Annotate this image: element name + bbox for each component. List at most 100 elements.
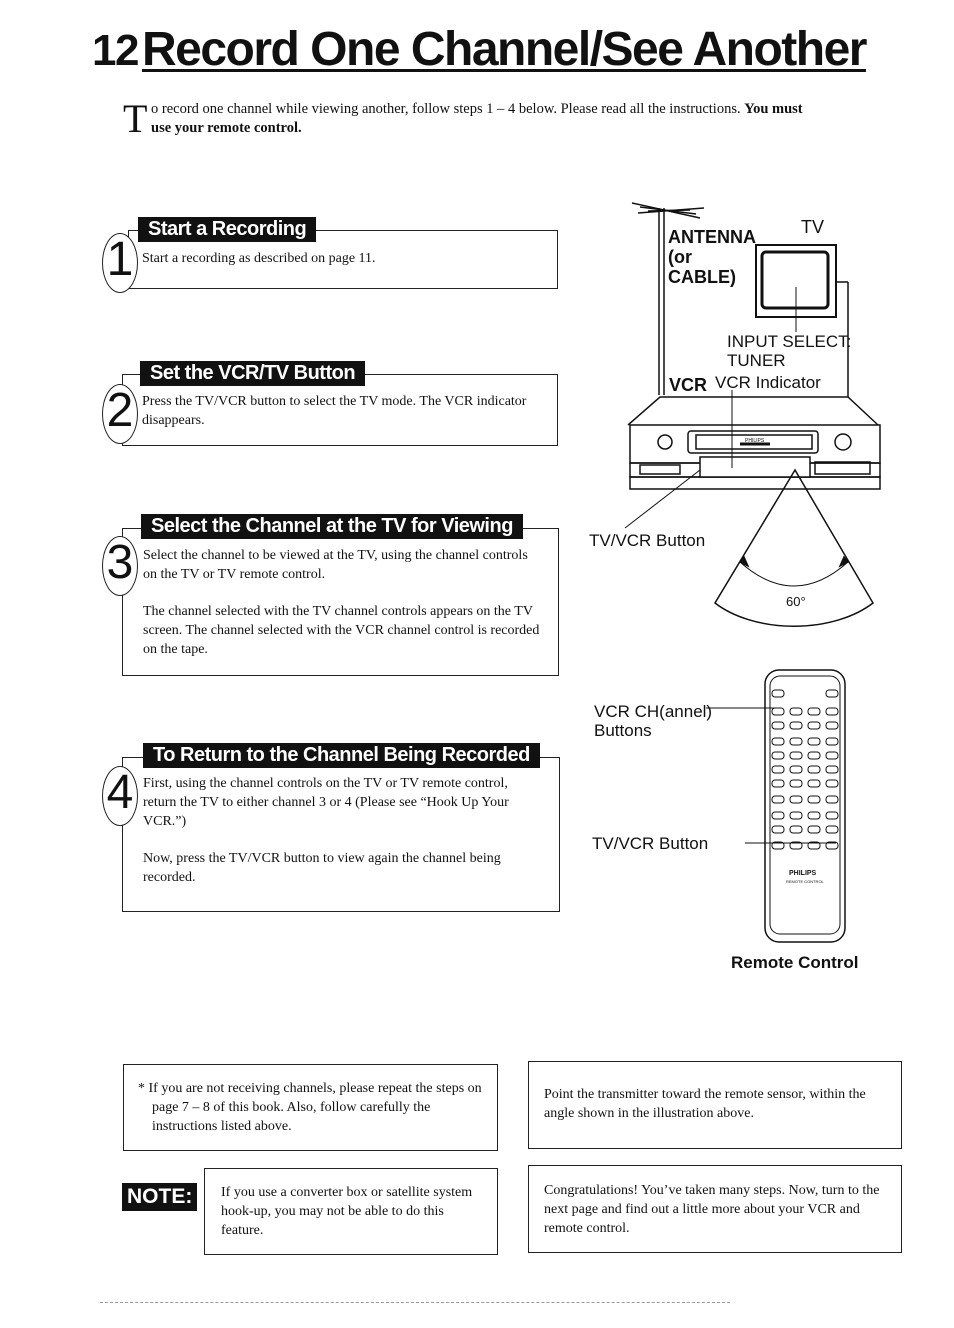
remote-button: [789, 707, 803, 716]
remote-brand-sub: REMOTE CONTROL: [786, 879, 824, 884]
remote-button: [825, 825, 839, 834]
tv-icon: [755, 244, 849, 397]
remote-button: [825, 765, 839, 774]
vcr-brand: PHILIPS: [745, 438, 765, 444]
tv-label: TV: [801, 217, 825, 237]
remote-button: [825, 707, 839, 716]
step-1-heading: Start a Recording: [138, 217, 317, 242]
remote-button: [825, 737, 839, 746]
remote-button: [789, 737, 803, 746]
step-3-box: [122, 528, 559, 676]
remote-button: [789, 765, 803, 774]
input-select-label: INPUT SELECT:: [727, 332, 852, 351]
step-3-number: 3: [102, 536, 138, 596]
congrats-box: Congratulations! You’ve taken many steps…: [528, 1165, 902, 1253]
remote-button: [771, 811, 785, 820]
remote-button: [825, 795, 839, 804]
remote-button: [771, 737, 785, 746]
input-tuner-label: TUNER: [727, 351, 786, 370]
vcr-label: VCR: [669, 375, 708, 395]
antenna-icon: [631, 202, 705, 395]
step-1-paragraph: Start a recording as described on page 1…: [142, 251, 376, 266]
remote-button: [825, 689, 839, 698]
intro-text: o record one channel while viewing anoth…: [151, 101, 741, 117]
remote-button: [807, 841, 821, 850]
remote-button: [807, 779, 821, 788]
note-converter-box: If you use a converter box or satellite …: [204, 1168, 498, 1255]
step-4-text: First, using the channel controls on the…: [143, 774, 543, 905]
transmit-angle-icon: [714, 468, 874, 627]
remote-button: [825, 841, 839, 850]
step-3-text: Select the channel to be viewed at the T…: [143, 546, 543, 677]
step-2-paragraph: Press the TV/VCR button to select the TV…: [142, 394, 527, 428]
step-1-number: 1: [102, 233, 138, 293]
remote-button: [789, 811, 803, 820]
intro-bold: You must use your remote control.: [151, 101, 803, 136]
step-3-paragraph-1: Select the channel to be viewed at the T…: [143, 548, 528, 582]
remote-button: [807, 721, 821, 730]
remote-control-icon: [764, 669, 846, 943]
remote-button: [771, 707, 785, 716]
remote-button: [771, 841, 785, 850]
remote-button: [789, 751, 803, 760]
remote-button: [789, 825, 803, 834]
drop-cap: T: [123, 96, 148, 141]
step-4-paragraph-2: Now, press the TV/VCR button to view aga…: [143, 851, 501, 885]
step-4-box: [122, 757, 560, 912]
step-2-number: 2: [102, 384, 138, 444]
remote-button: [825, 779, 839, 788]
vcr-channel-label: VCR CH(annel): [594, 702, 713, 721]
remote-button: [771, 765, 785, 774]
remote-button: [825, 751, 839, 760]
page-heading: Record One Channel/See Another: [141, 23, 868, 76]
scan-artifact-divider: [100, 1302, 730, 1303]
remote-button: [807, 825, 821, 834]
antenna-or-label: (or: [668, 247, 692, 267]
tvvcr-button-remote-label: TV/VCR Button: [592, 834, 709, 853]
remote-button: [807, 811, 821, 820]
remote-button: [771, 721, 785, 730]
remote-brand: PHILIPS: [789, 870, 817, 877]
vcr-tv-diagram: PHILIPS 60°: [624, 202, 881, 943]
remote-button: [807, 737, 821, 746]
remote-caption: Remote Control: [731, 953, 859, 972]
remote-button: [771, 795, 785, 804]
step-4-number: 4: [102, 766, 138, 826]
antenna-cable-label: CABLE): [668, 267, 736, 287]
note-converter-text: If you use a converter box or satellite …: [221, 1185, 473, 1238]
tip-transmitter-text: Point the transmitter toward the remote …: [544, 1087, 866, 1121]
step-2-box: [122, 374, 558, 446]
vcr-icon: [627, 396, 881, 490]
remote-button: [789, 779, 803, 788]
antenna-label: ANTENNA: [668, 227, 756, 247]
tip-transmitter-box: Point the transmitter toward the remote …: [528, 1061, 902, 1149]
remote-button: [789, 795, 803, 804]
page-title: 12Record One Channel/See Another: [92, 22, 868, 77]
step-1-text: Start a recording as described on page 1…: [142, 249, 547, 286]
tip-star-box: * If you are not receiving channels, ple…: [123, 1064, 498, 1151]
remote-button: [771, 825, 785, 834]
congrats-text: Congratulations! You’ve taken many steps…: [544, 1183, 880, 1236]
tip-star-text: * If you are not receiving channels, ple…: [138, 1081, 482, 1134]
remote-button: [807, 707, 821, 716]
step-2-heading: Set the VCR/TV Button: [140, 361, 366, 386]
remote-button: [789, 841, 803, 850]
step-3-paragraph-2: The channel selected with the TV channel…: [143, 604, 540, 657]
remote-button: [789, 721, 803, 730]
remote-button: [825, 811, 839, 820]
remote-button: [825, 721, 839, 730]
remote-button: [771, 751, 785, 760]
page-number: 12: [92, 26, 139, 75]
note-badge: NOTE:: [122, 1183, 198, 1211]
tvvcr-button-vcr-label: TV/VCR Button: [589, 531, 706, 550]
angle-label: 60°: [786, 594, 806, 609]
remote-button: [807, 765, 821, 774]
remote-button: [771, 689, 785, 698]
step-2-text: Press the TV/VCR button to select the TV…: [142, 392, 542, 448]
step-3-heading: Select the Channel at the TV for Viewing: [141, 514, 523, 539]
step-4-paragraph-1: First, using the channel controls on the…: [143, 776, 509, 829]
vcr-channel-buttons-label: Buttons: [594, 721, 652, 740]
step-4-heading: To Return to the Channel Being Recorded: [143, 743, 540, 768]
intro-paragraph: T o record one channel while viewing ano…: [123, 96, 823, 141]
remote-button: [771, 779, 785, 788]
